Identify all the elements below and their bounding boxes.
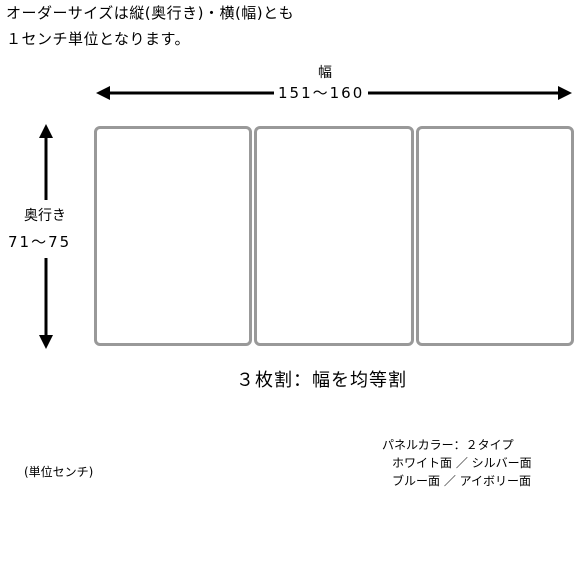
- depth-arrow: [39, 124, 53, 349]
- depth-value: 71〜75: [8, 233, 72, 251]
- unit-label: (単位センチ): [24, 465, 94, 479]
- panel-colors-line-2: ブルー面 ／ アイボリー面: [392, 474, 532, 488]
- panel-colors-title: パネルカラー：２タイプ: [382, 438, 514, 452]
- panel-colors-line-1: ホワイト面 ／ シルバー面: [392, 456, 532, 470]
- panel-2: [254, 126, 414, 346]
- unit-note: １センチ単位となります。: [6, 30, 191, 48]
- depth-title: 奥行き: [24, 208, 66, 224]
- width-value: 151〜160: [274, 82, 369, 103]
- split-label: ３枚割：幅を均等割: [236, 370, 407, 391]
- order-size-note: オーダーサイズは縦(奥行き)・横(幅)とも: [6, 4, 295, 22]
- panel-3: [416, 126, 574, 346]
- width-title: 幅: [318, 65, 332, 81]
- panel-1: [94, 126, 252, 346]
